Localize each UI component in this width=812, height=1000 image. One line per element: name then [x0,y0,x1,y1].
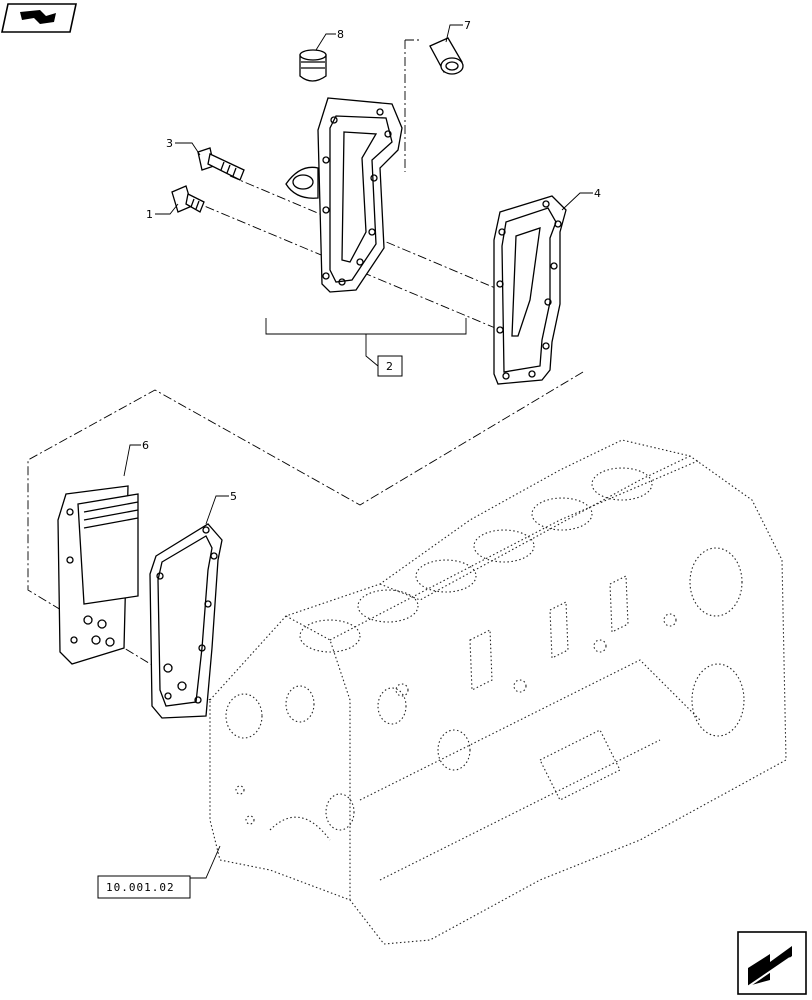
book-arrow-icon[interactable] [1,3,77,33]
part-cooler-housing [285,97,403,293]
part-short-bolt [171,185,205,213]
callout-label-1: 1 [146,208,153,221]
part-gasket-upper [493,195,567,385]
callout-label-7: 7 [464,19,471,32]
part-long-bolt [197,147,245,181]
part-oil-cooler [57,485,139,665]
callout-leaders [123,24,593,879]
assembly-lines [27,39,584,701]
callout-label-5: 5 [230,490,237,503]
engine-block-outline [209,439,787,945]
callout-label-2: 2 [386,360,393,373]
next-page-arrow-icon[interactable] [737,931,807,995]
part-breather-cap [299,49,327,82]
callout-label-6: 6 [142,439,149,452]
reference-link[interactable]: 10.001.02 [97,875,191,899]
callout-label-8: 8 [337,28,344,41]
reference-label[interactable]: 10.001.02 [106,881,175,894]
callout-label-3: 3 [166,137,173,150]
group-bracket [265,318,467,377]
callout-label-4: 4 [594,187,601,200]
part-gasket-lower [149,523,223,719]
part-plug [429,37,464,75]
